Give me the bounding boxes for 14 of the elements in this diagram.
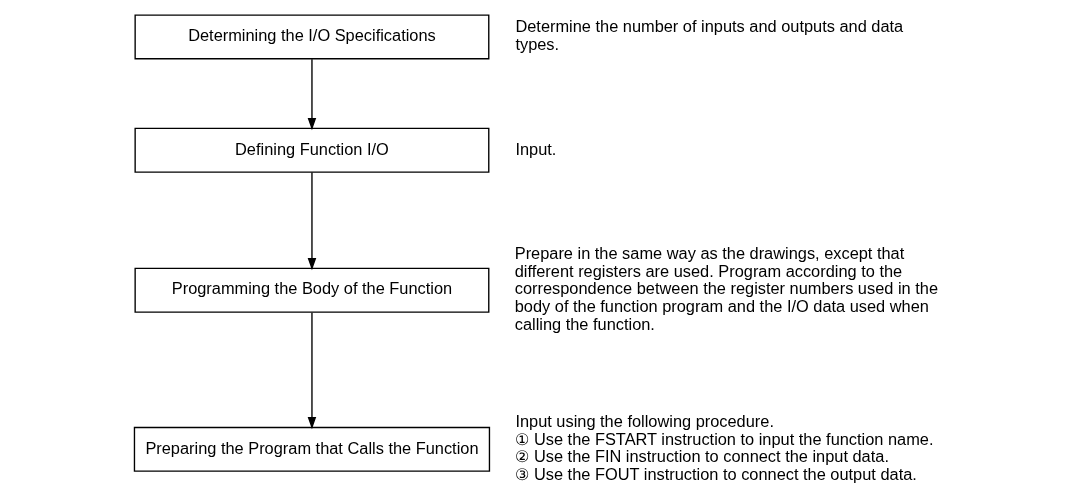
node-label: Determine the number of inputs and outputs and data types. — [515, 17, 904, 54]
node-label: Input. — [515, 139, 557, 158]
node-box: Determining the I/O Specifications — [134, 14, 490, 60]
node-label: ① Use the FSTART instruction to input the function name. — [515, 429, 934, 448]
arrow — [307, 312, 317, 430]
node-box: Programming the Body of the Function — [134, 267, 490, 313]
node-label: Prepare in the same way as the drawings, except that different registers are used. Program according to the correspondence between the register numbers used in the body of the function program and the I/O data used when calling the function. — [514, 243, 938, 333]
node-box: Defining Function I/O — [134, 127, 490, 173]
node-label: ② Use the FIN instruction to connect the input data. — [515, 447, 889, 466]
node-label: Input using the following procedure. — [515, 411, 774, 430]
node-box: Preparing the Program that Calls the Function — [133, 426, 491, 472]
arrow — [307, 58, 317, 131]
arrow — [307, 171, 317, 271]
node-label: ③ Use the FOUT instruction to connect the output data. — [515, 465, 917, 484]
